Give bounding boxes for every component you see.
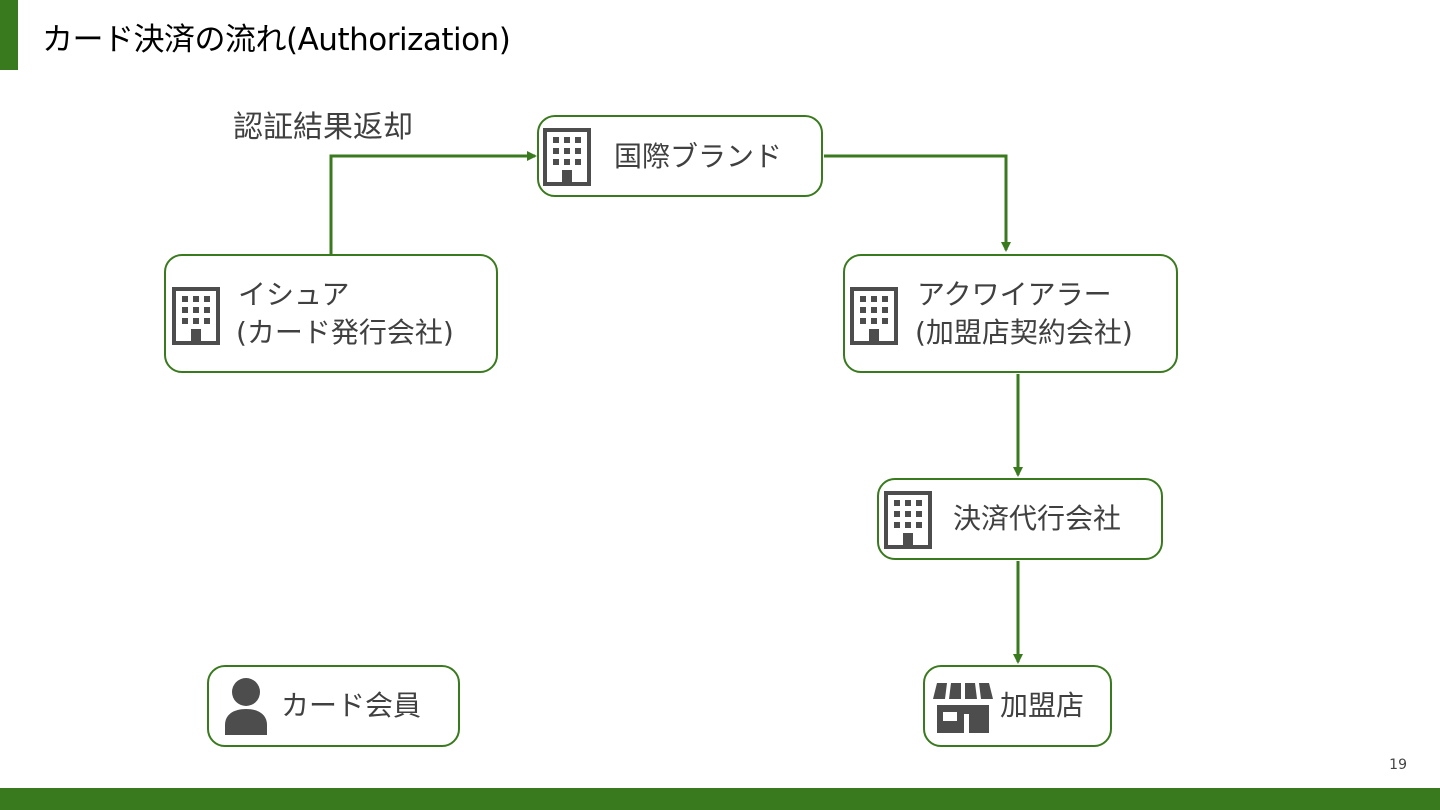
edge-brand-to-acquirer [824, 154, 1011, 252]
node-label-line1: アクワイアラー [917, 278, 1112, 311]
building-icon [850, 287, 898, 345]
building-icon [543, 128, 591, 186]
node-label-line1: イシュア [238, 278, 350, 311]
building-icon [884, 491, 932, 549]
node-label: カード会員 [281, 689, 422, 722]
building-icon [172, 287, 220, 345]
node-issuer: イシュア (カード発行会社) [164, 254, 498, 373]
edge-label-auth-result: 認証結果返却 [233, 110, 413, 145]
page-number: 19 [1389, 757, 1407, 773]
node-label: 国際ブランド [614, 140, 783, 173]
slide-title: カード決済の流れ(Authorization) [42, 22, 511, 58]
node-international-brand: 国際ブランド [537, 115, 823, 197]
node-label: 決済代行会社 [953, 502, 1122, 535]
node-label-line2: (加盟店契約会社) [915, 316, 1133, 349]
node-merchant: 加盟店 [923, 665, 1112, 747]
node-label-line2: (カード発行会社) [236, 316, 454, 349]
footer-bar [0, 788, 1440, 810]
person-icon [223, 677, 269, 737]
node-cardholder: カード会員 [207, 665, 460, 747]
node-payment-service-provider: 決済代行会社 [877, 478, 1163, 560]
node-label: 加盟店 [1000, 689, 1085, 722]
node-acquirer: アクワイアラー (加盟店契約会社) [843, 254, 1178, 373]
edge-issuer-to-brand [329, 151, 537, 254]
store-icon [933, 683, 993, 733]
title-accent-bar [0, 0, 18, 70]
